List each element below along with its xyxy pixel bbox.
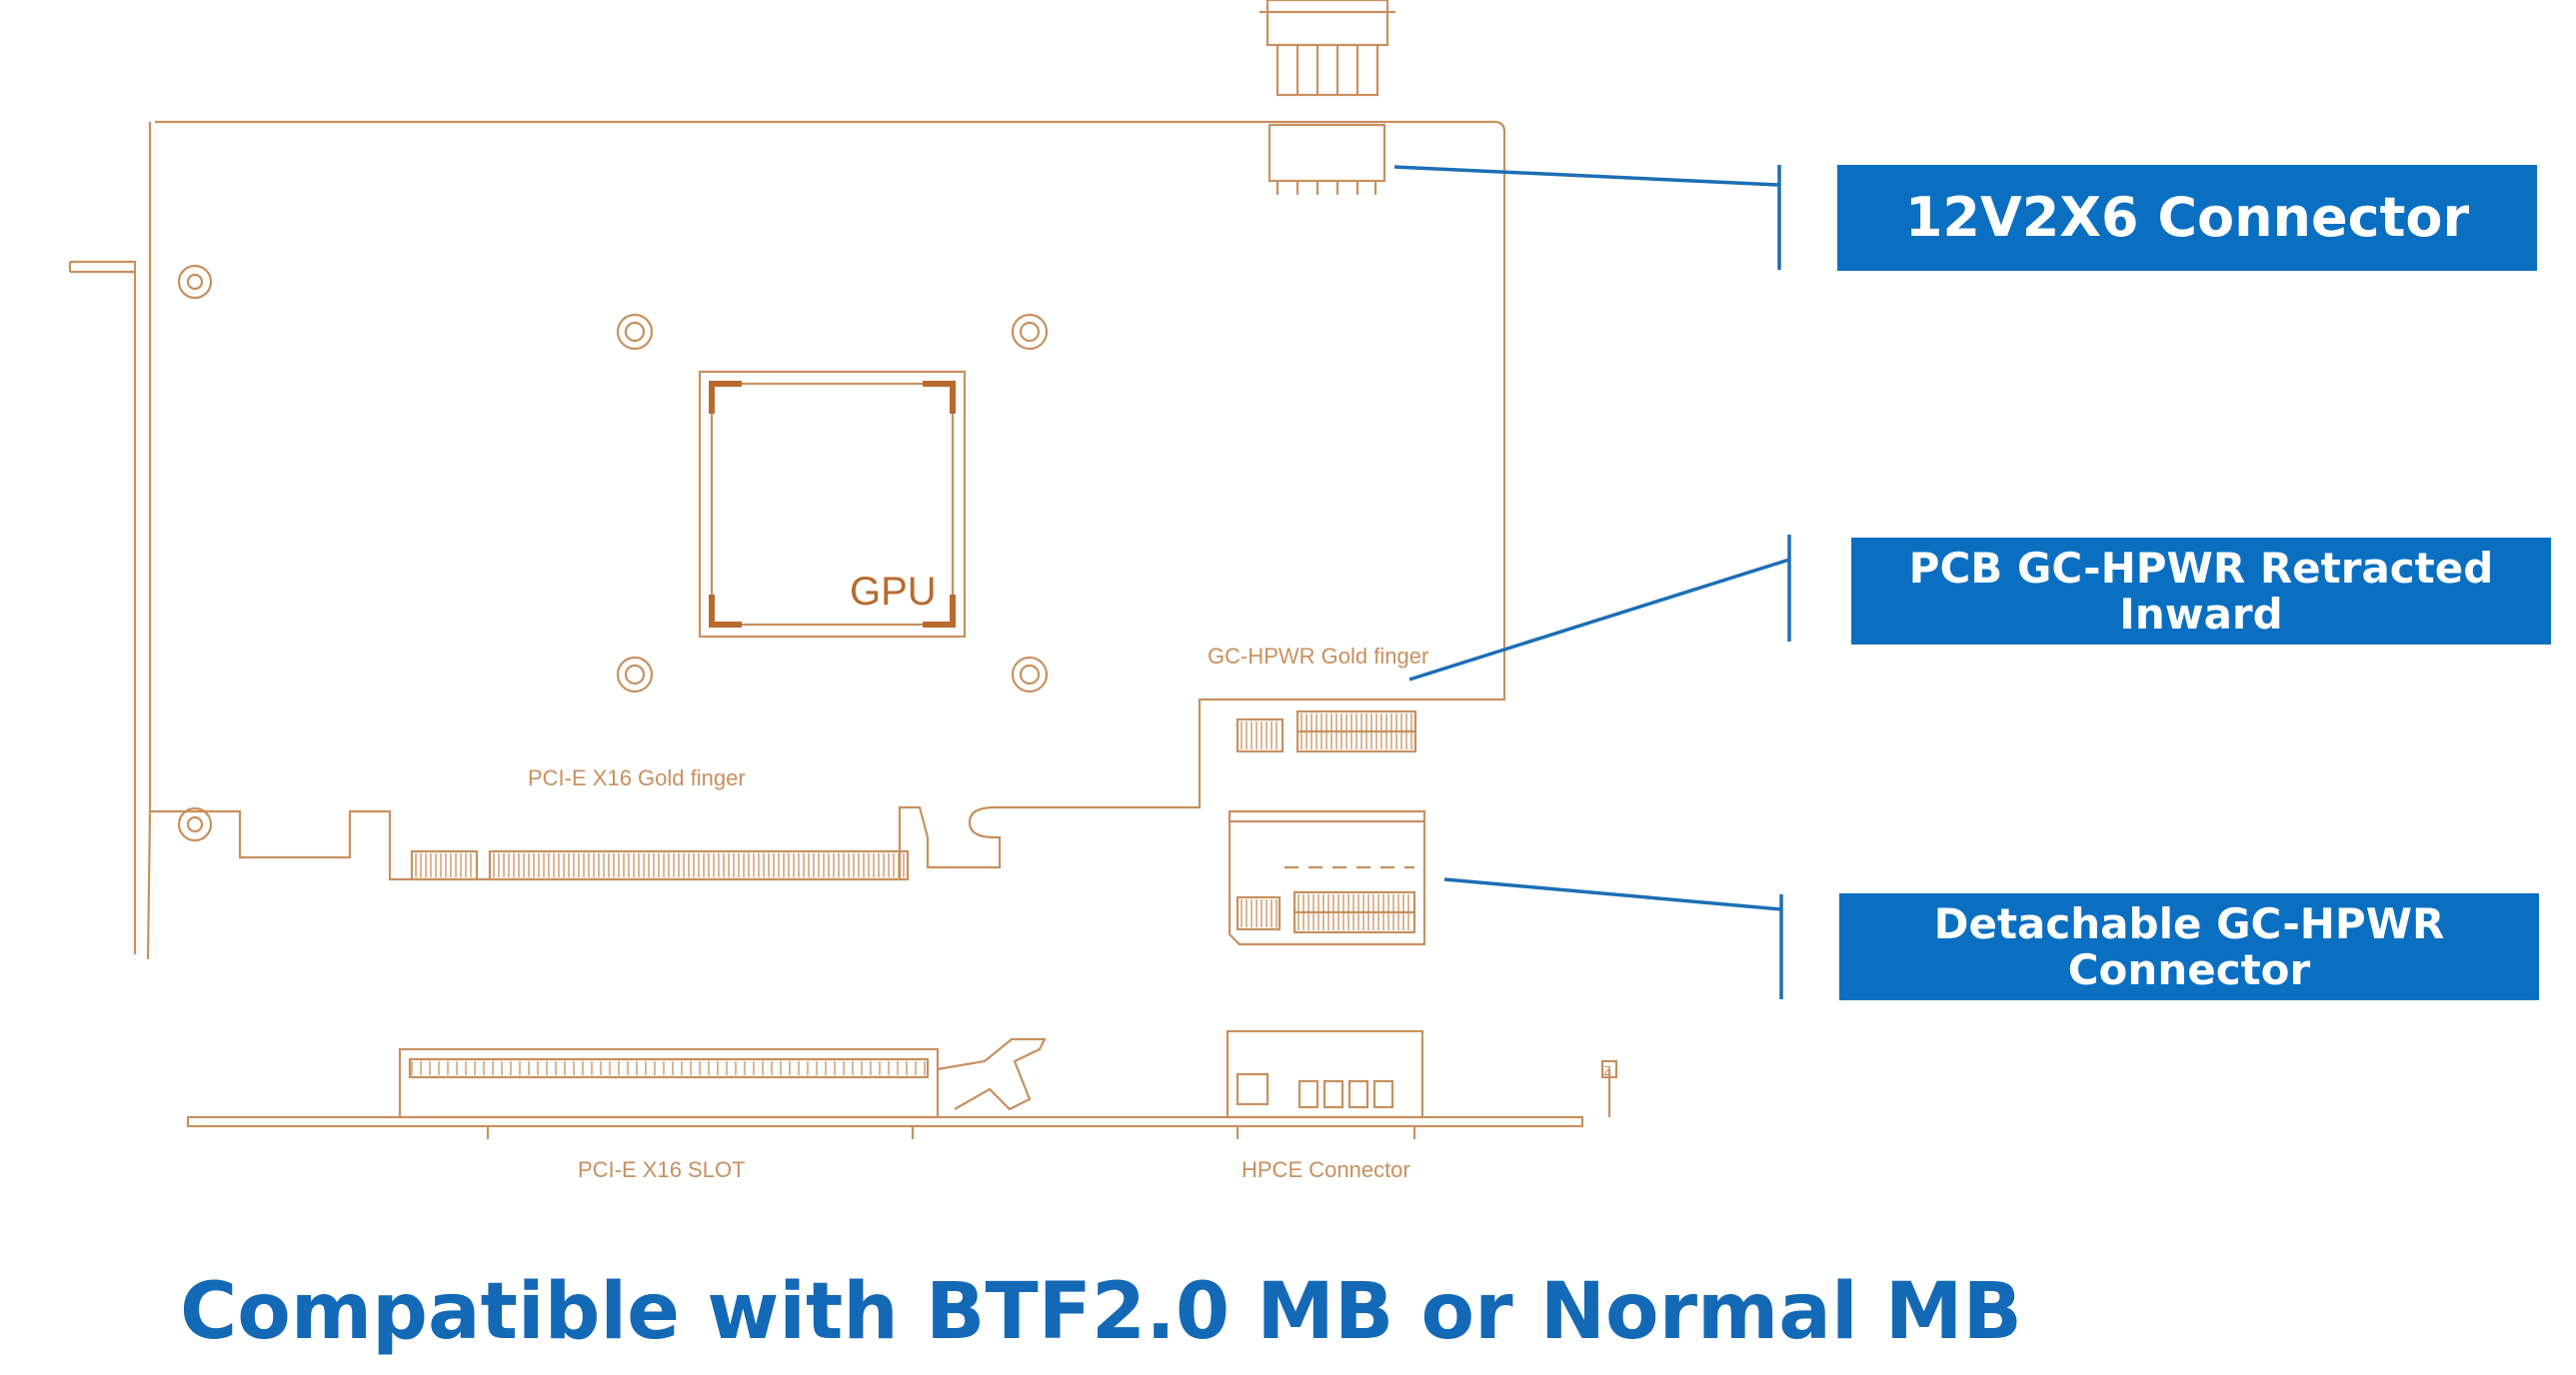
pcie-finger-label: PCI-E X16 Gold finger <box>528 765 746 790</box>
pcie-gold-finger <box>410 849 910 881</box>
onboard-12v2x6-connector <box>1268 123 1386 195</box>
callout-label: PCB GC-HPWR Retracted Inward <box>1908 544 2494 639</box>
gc-hpwr-finger-label: GC-HPWR Gold finger <box>1208 644 1428 669</box>
power-cable-plug <box>1260 0 1395 97</box>
callout-label: Detachable GC-HPWR Connector <box>1933 899 2445 994</box>
mounting-holes <box>616 313 1049 693</box>
motherboard <box>186 1029 1618 1139</box>
detachable-connector <box>1228 809 1426 946</box>
callout-label: 12V2X6 Connector <box>1904 185 2470 249</box>
gpu-chip <box>698 370 967 639</box>
callout-12v2x6-connector: 12V2X6 Connector <box>1837 165 2537 271</box>
footer-title: Compatible with BTF2.0 MB or Normal MB <box>180 1267 2022 1357</box>
pci-bracket <box>68 260 213 954</box>
callout-lines <box>1393 165 1791 999</box>
axis-marker: Z <box>1603 1063 1611 1078</box>
callout-detachable-connector: Detachable GC-HPWR Connector <box>1839 893 2539 1000</box>
pcie-slot-label: PCI-E X16 SLOT <box>578 1157 746 1182</box>
hpce-connector-label: HPCE Connector <box>1242 1157 1410 1182</box>
pcb-outline <box>146 120 1506 960</box>
callout-pcb-retracted: PCB GC-HPWR Retracted Inward <box>1851 538 2551 645</box>
gpu-label: GPU <box>850 570 937 614</box>
